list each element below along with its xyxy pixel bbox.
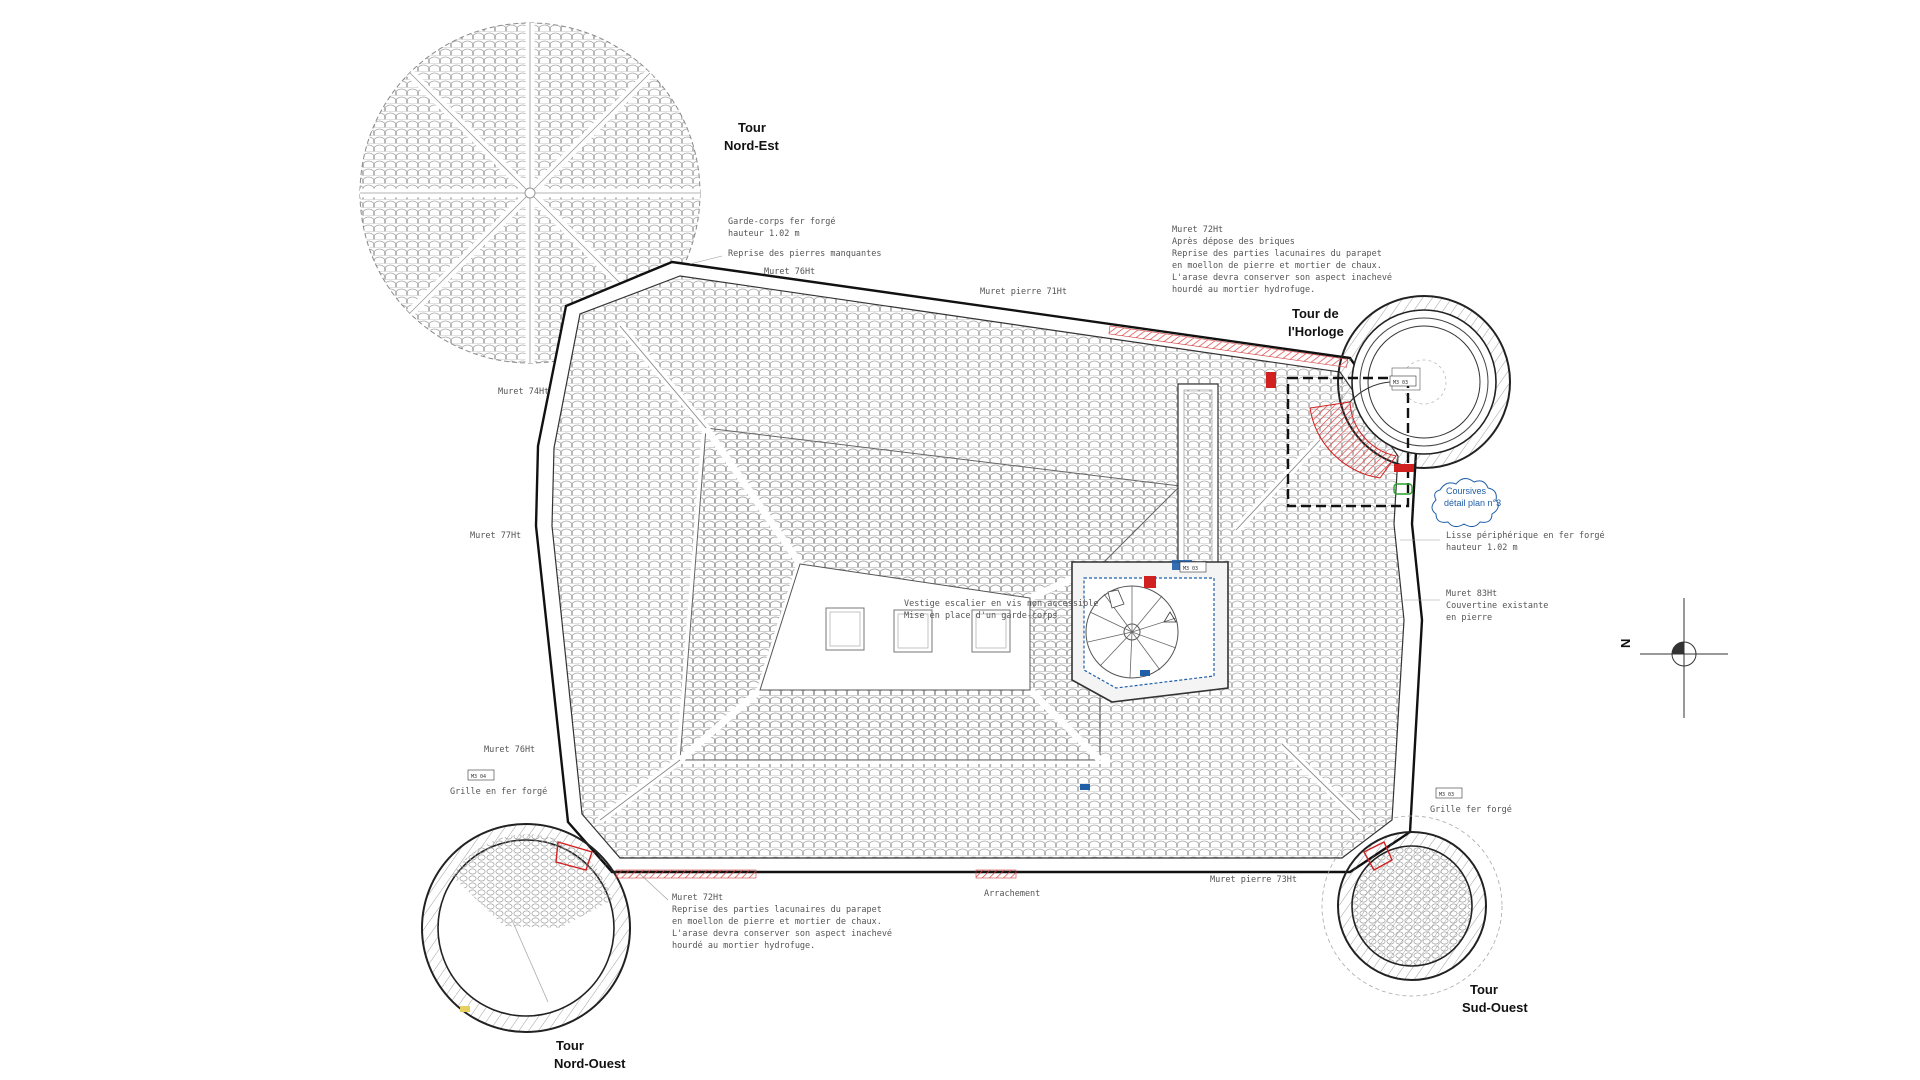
tower-horloge: [1309, 295, 1511, 479]
note-muret-83-3: en pierre: [1446, 613, 1492, 623]
note-lisse-1: Lisse périphérique en fer forgé: [1446, 530, 1605, 541]
green-marker: [1393, 483, 1413, 495]
note-vestige-1: Vestige escalier en vis non accessible: [904, 599, 1098, 609]
note-muret-72-bottom-4: L'arase devra conserver son aspect inach…: [672, 928, 892, 939]
leader-lines: [639, 255, 1440, 901]
note-muret-76-left: Muret 76Ht: [484, 745, 535, 755]
note-muret-83-2: Couvertine existante: [1446, 601, 1548, 611]
compass: N: [1618, 598, 1728, 718]
red-marker-top: [1266, 372, 1276, 388]
note-muret-72-bottom-3: en moellon de pierre et mortier de chaux…: [672, 917, 882, 927]
tower-sud-ouest: [1321, 815, 1503, 997]
tag-stair-label: M3 03: [1183, 566, 1198, 572]
cloud-callout: [1431, 478, 1499, 528]
tag-left-label: M3 04: [471, 774, 486, 780]
note-muret-74: Muret 74Ht: [498, 387, 549, 397]
hatch-arrachement: [975, 869, 1017, 879]
note-muret-72-bottom-2: Reprise des parties lacunaires du parape…: [672, 905, 882, 915]
note-grille-right: Grille fer forgé: [1430, 804, 1512, 815]
note-muret-71: Muret pierre 71Ht: [980, 287, 1067, 297]
tag-stair: M3 03: [1179, 561, 1207, 573]
red-marker-right: [1394, 464, 1414, 472]
spiral-stair: [1071, 560, 1229, 790]
note-grille-left: Grille en fer forgé: [450, 786, 547, 797]
tag-horloge: M3 03: [1389, 375, 1417, 387]
note-muret-72-top-6: hourdé au mortier hydrofuge.: [1172, 284, 1315, 295]
label-tour-nord-ouest-2: Nord-Ouest: [554, 1056, 626, 1071]
note-garde-corps-1: Garde-corps fer forgé: [728, 216, 835, 227]
label-tour-nord-est-2: Nord-Est: [724, 138, 780, 153]
note-muret-72-bottom-1: Muret 72Ht: [672, 893, 723, 903]
note-muret-72-bottom-5: hourdé au mortier hydrofuge.: [672, 940, 815, 951]
tag-right-label: M3 03: [1439, 792, 1454, 798]
note-muret-73: Muret pierre 73Ht: [1210, 875, 1297, 885]
compass-north-label: N: [1618, 639, 1633, 648]
note-muret-72-top-3: Reprise des parties lacunaires du parape…: [1172, 249, 1382, 259]
tag-horloge-label: M3 03: [1393, 380, 1408, 386]
note-reprise-pierres: Reprise des pierres manquantes: [728, 249, 882, 259]
label-tour-horloge-2: l'Horloge: [1288, 324, 1344, 339]
note-coursives-2: détail plan n°3: [1444, 498, 1501, 508]
label-tour-nord-ouest-1: Tour: [556, 1038, 584, 1053]
note-muret-72-top-5: L'arase devra conserver son aspect inach…: [1172, 272, 1392, 283]
label-tour-sud-ouest-2: Sud-Ouest: [1462, 1000, 1528, 1015]
label-tour-sud-ouest-1: Tour: [1470, 982, 1498, 997]
note-muret-76-top: Muret 76Ht: [764, 267, 815, 277]
dome-nord-est: [359, 22, 701, 364]
tag-left: M3 04: [467, 769, 495, 781]
note-muret-72-top-4: en moellon de pierre et mortier de chaux…: [1172, 261, 1382, 271]
note-muret-72-top-2: Après dépose des briques: [1172, 236, 1295, 247]
note-coursives-1: Coursives: [1446, 486, 1487, 496]
note-arrachement: Arrachement: [984, 889, 1040, 899]
tag-right: M3 03: [1435, 787, 1463, 799]
note-lisse-2: hauteur 1.02 m: [1446, 543, 1518, 553]
note-vestige-2: Mise en place d'un garde-corps: [904, 611, 1058, 621]
hatch-muret-72-top: [1108, 325, 1349, 368]
detail-frame: [1286, 376, 1410, 508]
note-muret-83-1: Muret 83Ht: [1446, 589, 1497, 599]
label-tour-horloge-1: Tour de: [1292, 306, 1339, 321]
hatch-muret-72-bottom: [615, 869, 757, 879]
inner-roof: [677, 426, 1182, 763]
note-garde-corps-2: hauteur 1.02 m: [728, 229, 800, 239]
tower-nord-ouest: [421, 823, 631, 1033]
label-tour-nord-est-1: Tour: [738, 120, 766, 135]
note-muret-77: Muret 77Ht: [470, 531, 521, 541]
chimney-strip: [1177, 383, 1219, 575]
note-muret-72-top-1: Muret 72Ht: [1172, 225, 1223, 235]
